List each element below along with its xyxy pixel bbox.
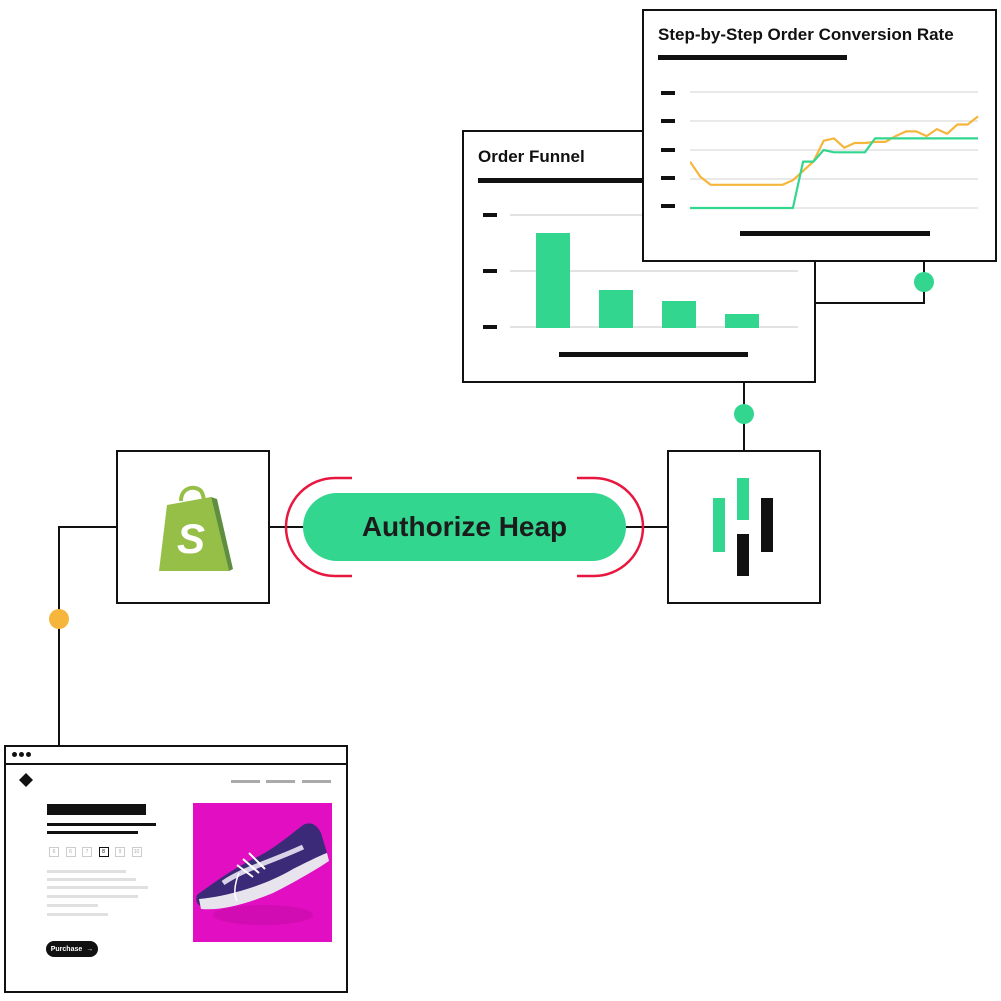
product-title-placeholder xyxy=(47,804,146,815)
authorize-heap-button[interactable]: Authorize Heap xyxy=(303,493,626,561)
order-funnel-title: Order Funnel xyxy=(478,147,585,167)
svg-text:S: S xyxy=(177,515,205,562)
conversion-rate-title: Step-by-Step Order Conversion Rate xyxy=(658,25,954,45)
nav-link[interactable] xyxy=(231,780,260,783)
connector-dot-green xyxy=(914,272,934,292)
purchase-label: Purchase xyxy=(51,946,83,953)
window-dot-icon xyxy=(26,752,31,757)
size-option[interactable]: 8 xyxy=(99,847,109,857)
conversion-rate-card: Step-by-Step Order Conversion Rate xyxy=(642,9,997,262)
x-axis-label-bar xyxy=(740,231,930,236)
description-line xyxy=(47,878,136,881)
size-option[interactable]: 6 xyxy=(49,847,59,857)
funnel-bar xyxy=(662,301,696,328)
y-tick xyxy=(661,91,675,95)
y-tick xyxy=(483,269,497,273)
shopify-bag-icon: S xyxy=(151,481,235,573)
y-tick xyxy=(661,119,675,123)
funnel-bar xyxy=(725,314,759,328)
heap-node[interactable] xyxy=(667,450,821,604)
product-subtitle-placeholder xyxy=(47,823,156,826)
diamond-icon xyxy=(19,773,33,787)
size-option[interactable]: 6 xyxy=(66,847,76,857)
description-line xyxy=(47,913,108,916)
description-line xyxy=(47,904,98,907)
y-tick xyxy=(483,213,497,217)
description-line xyxy=(47,886,148,889)
funnel-bar xyxy=(536,233,570,328)
title-underline xyxy=(478,178,648,183)
window-dot-icon xyxy=(19,752,24,757)
arrow-right-icon: → xyxy=(86,946,93,953)
y-tick xyxy=(661,148,675,152)
nav-link[interactable] xyxy=(266,780,295,783)
sneaker-icon xyxy=(193,803,332,942)
size-option[interactable]: 9 xyxy=(115,847,125,857)
window-dot-icon xyxy=(12,752,17,757)
y-tick xyxy=(661,176,675,180)
funnel-bar xyxy=(599,290,633,328)
shopify-node[interactable]: S xyxy=(116,450,270,604)
product-image[interactable] xyxy=(193,803,332,942)
browser-title-bar xyxy=(6,747,346,765)
purchase-button[interactable]: Purchase → xyxy=(46,941,98,957)
title-underline xyxy=(658,55,847,60)
description-line xyxy=(47,895,138,898)
series-line-1 xyxy=(690,138,978,208)
connector-dot-green xyxy=(734,404,754,424)
conversion-line-chart xyxy=(690,89,980,213)
x-axis-label-bar xyxy=(559,352,748,357)
size-option[interactable]: 10 xyxy=(132,847,142,857)
description-line xyxy=(47,870,126,873)
size-option[interactable]: 7 xyxy=(82,847,92,857)
y-tick xyxy=(661,204,675,208)
nav-link[interactable] xyxy=(302,780,331,783)
heap-logo-icon xyxy=(713,478,775,576)
y-tick xyxy=(483,325,497,329)
product-subtitle-placeholder xyxy=(47,831,138,834)
connector-dot-orange xyxy=(49,609,69,629)
